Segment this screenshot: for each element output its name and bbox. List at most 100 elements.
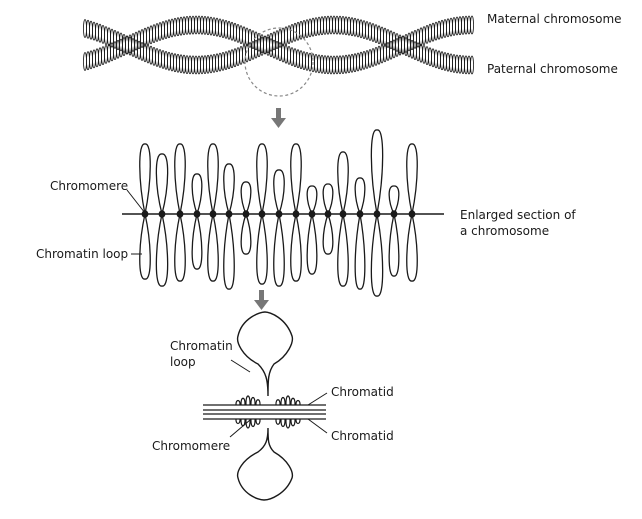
fiber-loop	[158, 49, 162, 68]
fiber-loop	[137, 40, 141, 60]
fiber-loop	[428, 47, 432, 67]
fiber-loop	[113, 30, 117, 49]
fiber-loop	[365, 21, 369, 40]
fiber-loop	[209, 16, 213, 36]
chromatin-loop	[388, 213, 400, 277]
fiber-loop	[332, 15, 336, 35]
fiber-loop	[293, 48, 297, 68]
chromomere-bead	[408, 210, 416, 218]
chromomere-bead	[258, 210, 266, 218]
fiber-loop	[146, 44, 150, 64]
chromatin-coil	[285, 395, 291, 406]
fiber-loop	[164, 51, 168, 70]
fiber-loop	[212, 54, 216, 73]
fiber-loop	[215, 53, 219, 73]
chromomere-bead	[176, 210, 184, 218]
fiber-loop	[443, 52, 447, 71]
fiber-loop	[233, 22, 237, 42]
chromatin-loop	[223, 163, 235, 215]
chromatin-loop	[306, 213, 318, 275]
chromomere-bead	[390, 210, 398, 218]
chromomere-bead	[275, 210, 283, 218]
fiber-loop	[461, 55, 465, 74]
fiber-loop	[206, 16, 210, 36]
chromomere-detail	[203, 311, 328, 501]
fiber-loop	[122, 34, 126, 53]
enlarged-chromosome-section	[122, 129, 444, 297]
fiber-loop	[152, 47, 156, 66]
chromatin-coil	[295, 418, 301, 425]
fiber-loop	[374, 47, 378, 66]
fiber-loop	[317, 54, 321, 74]
fiber-loop	[419, 27, 423, 47]
chromatin-loop	[354, 177, 366, 215]
fiber-loop	[359, 19, 363, 39]
fiber-loop	[284, 26, 288, 46]
chromomere-bead	[209, 210, 217, 218]
fiber-loop	[161, 21, 165, 40]
fiber-loop	[110, 28, 114, 48]
fiber-loop	[209, 54, 213, 74]
fiber-loop	[191, 15, 195, 35]
fiber-loop	[233, 48, 237, 68]
chromomere-leader-top	[126, 189, 146, 214]
fiber-loop	[437, 20, 441, 40]
fiber-loop	[104, 45, 108, 64]
chromatin-coil	[255, 399, 261, 406]
fiber-loop	[281, 43, 285, 63]
chromatin-loop	[207, 213, 219, 282]
chromatin-coil	[235, 418, 241, 425]
paternal-chromosome-strand	[83, 15, 474, 75]
chromatin-coil	[275, 418, 281, 425]
fiber-loop	[380, 26, 384, 46]
chromomere-bead	[356, 210, 364, 218]
chromatin-loop	[139, 143, 151, 215]
fiber-loop	[170, 18, 174, 38]
fiber-loop	[236, 47, 240, 66]
fiber-loop	[203, 55, 207, 74]
fiber-loop	[215, 17, 219, 37]
fiber-loop	[86, 19, 90, 39]
fiber-loop	[191, 55, 195, 75]
fiber-loop	[158, 22, 162, 41]
fiber-loop	[128, 36, 132, 56]
fiber-loop	[353, 53, 357, 73]
chromatin-coil	[280, 396, 286, 406]
chromomeres	[141, 210, 416, 218]
enlarged-region-circle	[244, 27, 314, 97]
fiber-loop	[422, 26, 426, 45]
chromomere-bead	[339, 210, 347, 218]
chromatin-loop	[406, 143, 418, 215]
fiber-loop	[149, 25, 153, 45]
fiber-loop	[179, 54, 183, 74]
fiber-loop	[206, 54, 210, 74]
fiber-loop	[278, 28, 282, 48]
fiber-loop	[377, 25, 381, 45]
fiber-loop	[440, 51, 444, 71]
fiber-loop	[98, 47, 102, 67]
fiber-loop	[422, 45, 426, 64]
chromatin-coil	[290, 418, 296, 427]
fiber-loop	[323, 55, 327, 74]
fiber-loop	[185, 55, 189, 74]
fiber-loop	[194, 55, 198, 75]
chromatin-loop	[174, 143, 186, 215]
chromatid-leader-lower	[307, 418, 328, 434]
chromomere-bead	[158, 210, 166, 218]
down-arrow-1	[271, 108, 286, 128]
fiber-loop	[452, 17, 456, 36]
fiber-loop	[449, 53, 453, 73]
fiber-loop	[362, 20, 366, 40]
chromatin-coil	[245, 418, 251, 429]
fiber-loop	[305, 19, 309, 39]
fiber-loop	[185, 15, 189, 35]
fiber-loop	[98, 23, 102, 43]
down-arrow-2	[254, 290, 269, 310]
chromatin-loop	[337, 213, 349, 287]
fiber-loop	[329, 55, 333, 75]
chromatin-loop	[322, 213, 334, 255]
fiber-loop	[344, 54, 348, 74]
fiber-loop	[197, 55, 201, 75]
chromatin-loop-leader-bottom	[230, 359, 251, 373]
chromatin-loop	[290, 143, 302, 215]
